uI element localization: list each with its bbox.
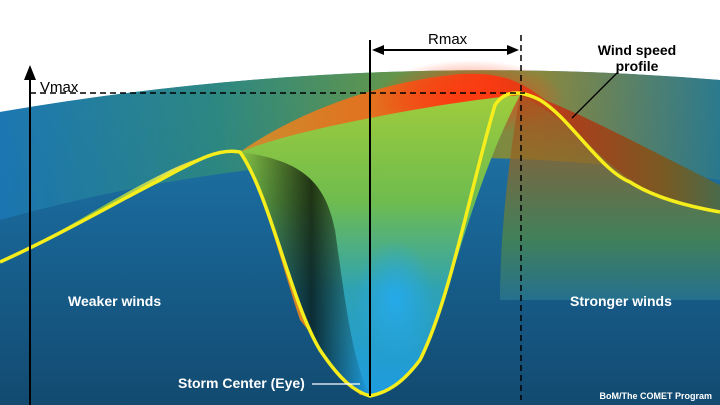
stronger-winds-label: Stronger winds <box>570 293 672 309</box>
rmax-label: Rmax <box>428 31 468 48</box>
right-lobe <box>500 95 720 300</box>
wind-profile-leader <box>571 71 619 119</box>
vmax-arrow-icon <box>24 65 36 80</box>
credit-text: BoM/The COMET Program <box>599 391 712 401</box>
eyewall-shadow <box>240 152 370 396</box>
storm-center-label: Storm Center (Eye) <box>178 375 305 391</box>
wind-speed-profile-line <box>0 91 720 398</box>
eye-glow <box>355 240 435 360</box>
vmax-label: Vmax <box>40 79 79 96</box>
rmax-arrow-left-icon <box>372 45 384 55</box>
weaker-winds-label: Weaker winds <box>68 293 161 309</box>
rmax-arrow-right-icon <box>507 45 519 55</box>
